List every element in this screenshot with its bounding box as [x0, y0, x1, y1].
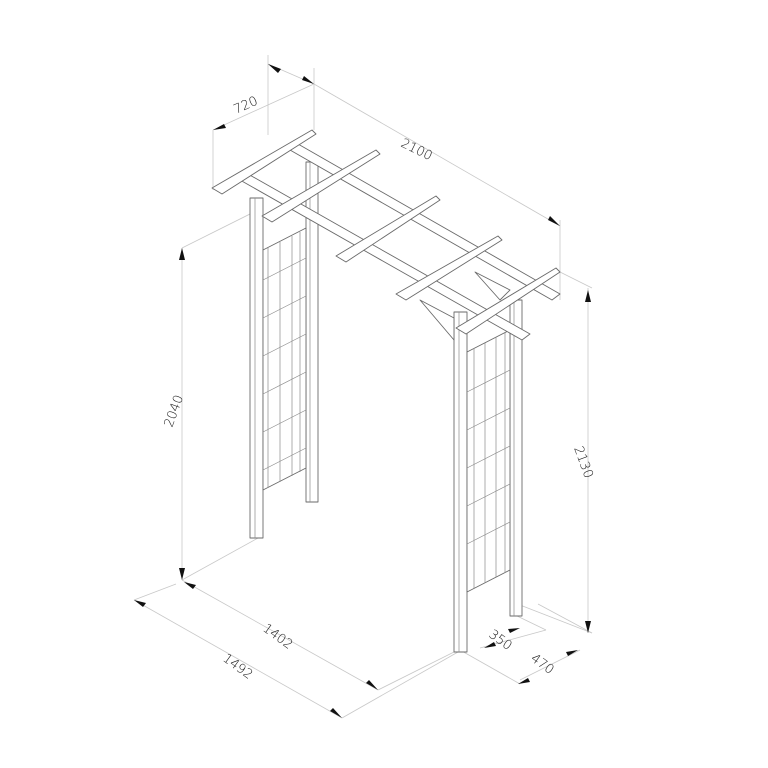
right-front-post: [453, 311, 468, 653]
right-rear-post: [509, 299, 523, 617]
dimension-arrows: [134, 64, 591, 718]
dim-label-1402: 1402: [260, 621, 296, 653]
dim-label-2040: 2040: [162, 393, 187, 429]
cross-rafters: [211, 129, 561, 335]
corner-braces: [419, 271, 511, 341]
right-trellis-panel: [466, 329, 511, 593]
dim-label-2130: 2130: [570, 444, 595, 480]
dim-label-720: 720: [232, 94, 261, 118]
dim-label-2100: 2100: [398, 136, 434, 164]
arch-structure: [211, 129, 561, 653]
left-trellis-panel: [262, 227, 307, 491]
left-front-post: [249, 197, 264, 539]
dim-label-1492: 1492: [220, 651, 256, 683]
dimension-lines: [133, 55, 593, 719]
